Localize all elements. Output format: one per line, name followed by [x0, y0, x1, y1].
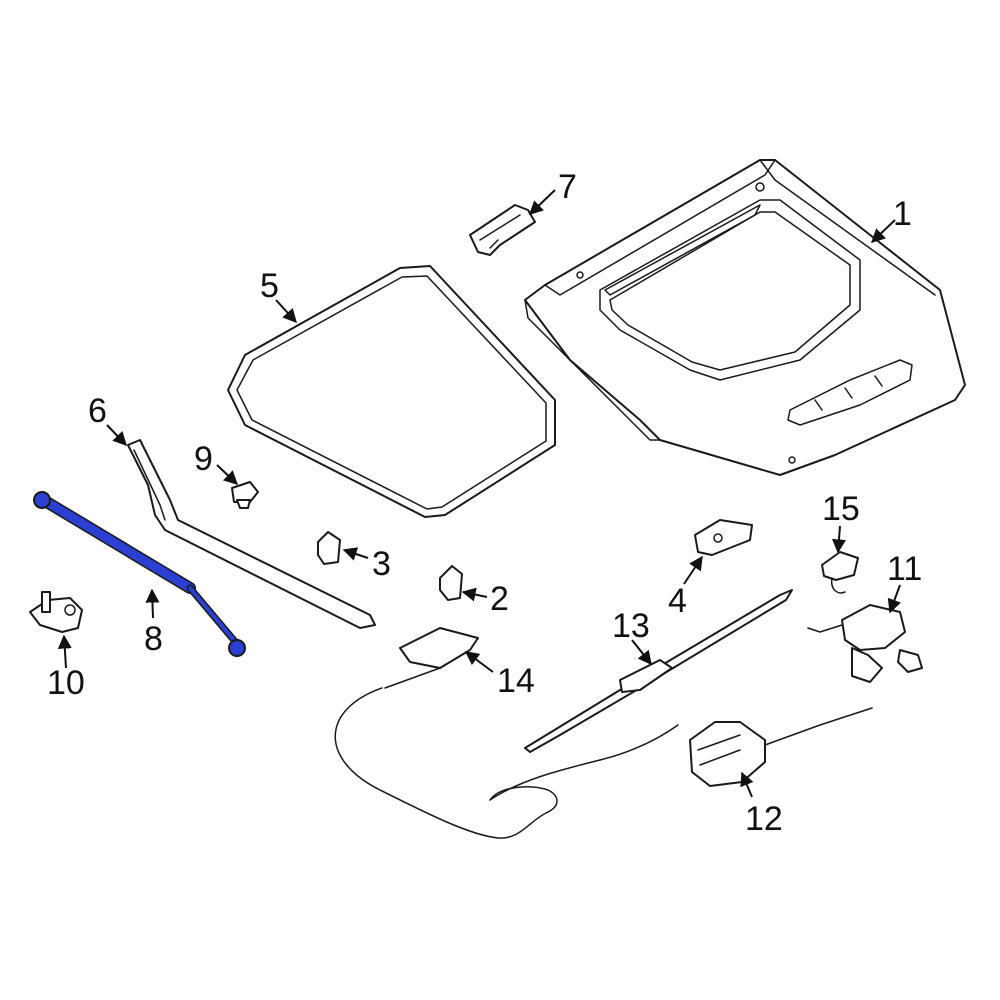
callout-4: 4	[668, 582, 687, 620]
callout-15: 15	[822, 490, 860, 528]
part-8-gas-strut	[33, 491, 246, 657]
part-6-weatherstrip	[127, 439, 376, 629]
part-2-bumper	[439, 565, 463, 601]
part-5-glass-seal	[227, 265, 556, 518]
part-1-liftgate	[524, 159, 966, 476]
part-13-trim	[524, 589, 793, 753]
callout-3: 3	[372, 545, 391, 583]
callout-5: 5	[260, 267, 279, 305]
callout-1: 1	[893, 195, 912, 233]
part-11-latch	[807, 604, 923, 683]
callout-6: 6	[88, 392, 107, 430]
callout-8: 8	[144, 620, 163, 658]
part-4-bracket	[694, 519, 753, 556]
part-10-bracket	[29, 591, 83, 633]
part-7-bracket	[469, 204, 536, 256]
part-15-striker	[821, 551, 859, 594]
part-14-release	[334, 627, 679, 839]
part-12-actuator	[689, 707, 873, 787]
callout-7: 7	[558, 168, 577, 206]
callout-9: 9	[194, 440, 213, 478]
part-3-bumper	[317, 531, 341, 565]
callout-2: 2	[490, 580, 509, 618]
part-9-clip	[231, 481, 259, 509]
callout-14: 14	[497, 662, 535, 700]
callout-11: 11	[887, 550, 922, 588]
callout-13: 13	[612, 607, 650, 645]
callout-12: 12	[745, 800, 783, 838]
leader-arrows	[57, 189, 901, 798]
callout-10: 10	[47, 664, 85, 702]
